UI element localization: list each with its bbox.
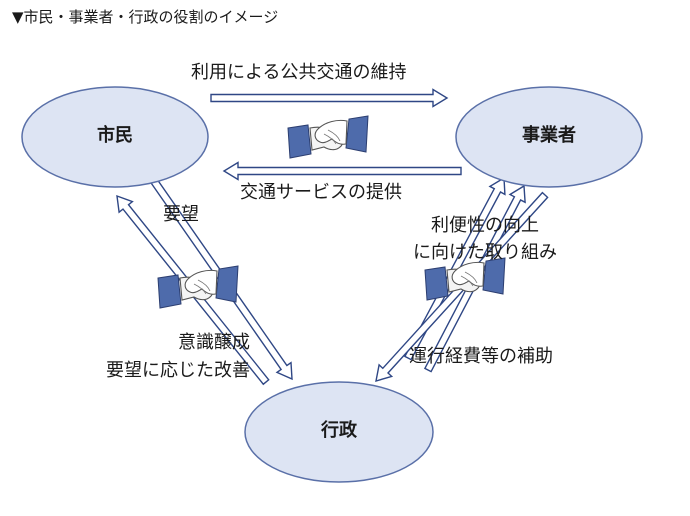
edge-label-operator-to-citizen: 交通サービスの提供 <box>240 182 402 203</box>
government-label: 行政 <box>321 420 357 441</box>
handshake-icon <box>287 115 369 159</box>
edge-label-citizen-to-operator: 利用による公共交通の維持 <box>191 62 407 83</box>
edge-label-operator-to-government-line2: に向けた取り組み <box>413 242 557 263</box>
arrow-operator-to-citizen <box>222 161 462 181</box>
government-node <box>244 381 434 483</box>
operator-node <box>455 86 643 188</box>
page-title: ▼市民・事業者・行政の役割のイメージ <box>12 8 279 26</box>
arrow-citizen-to-operator <box>210 88 449 108</box>
operator-label: 事業者 <box>522 125 576 146</box>
citizen-label: 市民 <box>97 125 133 146</box>
edge-label-operator-to-government-line1: 利便性の向上 <box>431 215 539 236</box>
edge-label-government-to-citizen-line2: 要望に応じた改善 <box>106 360 250 381</box>
edge-label-government-to-operator: 運行経費等の補助 <box>409 346 553 367</box>
edge-label-citizen-to-government: 要望 <box>163 204 199 225</box>
edge-label-government-to-citizen-line1: 意識醸成 <box>178 332 250 353</box>
citizen-node <box>21 86 209 188</box>
